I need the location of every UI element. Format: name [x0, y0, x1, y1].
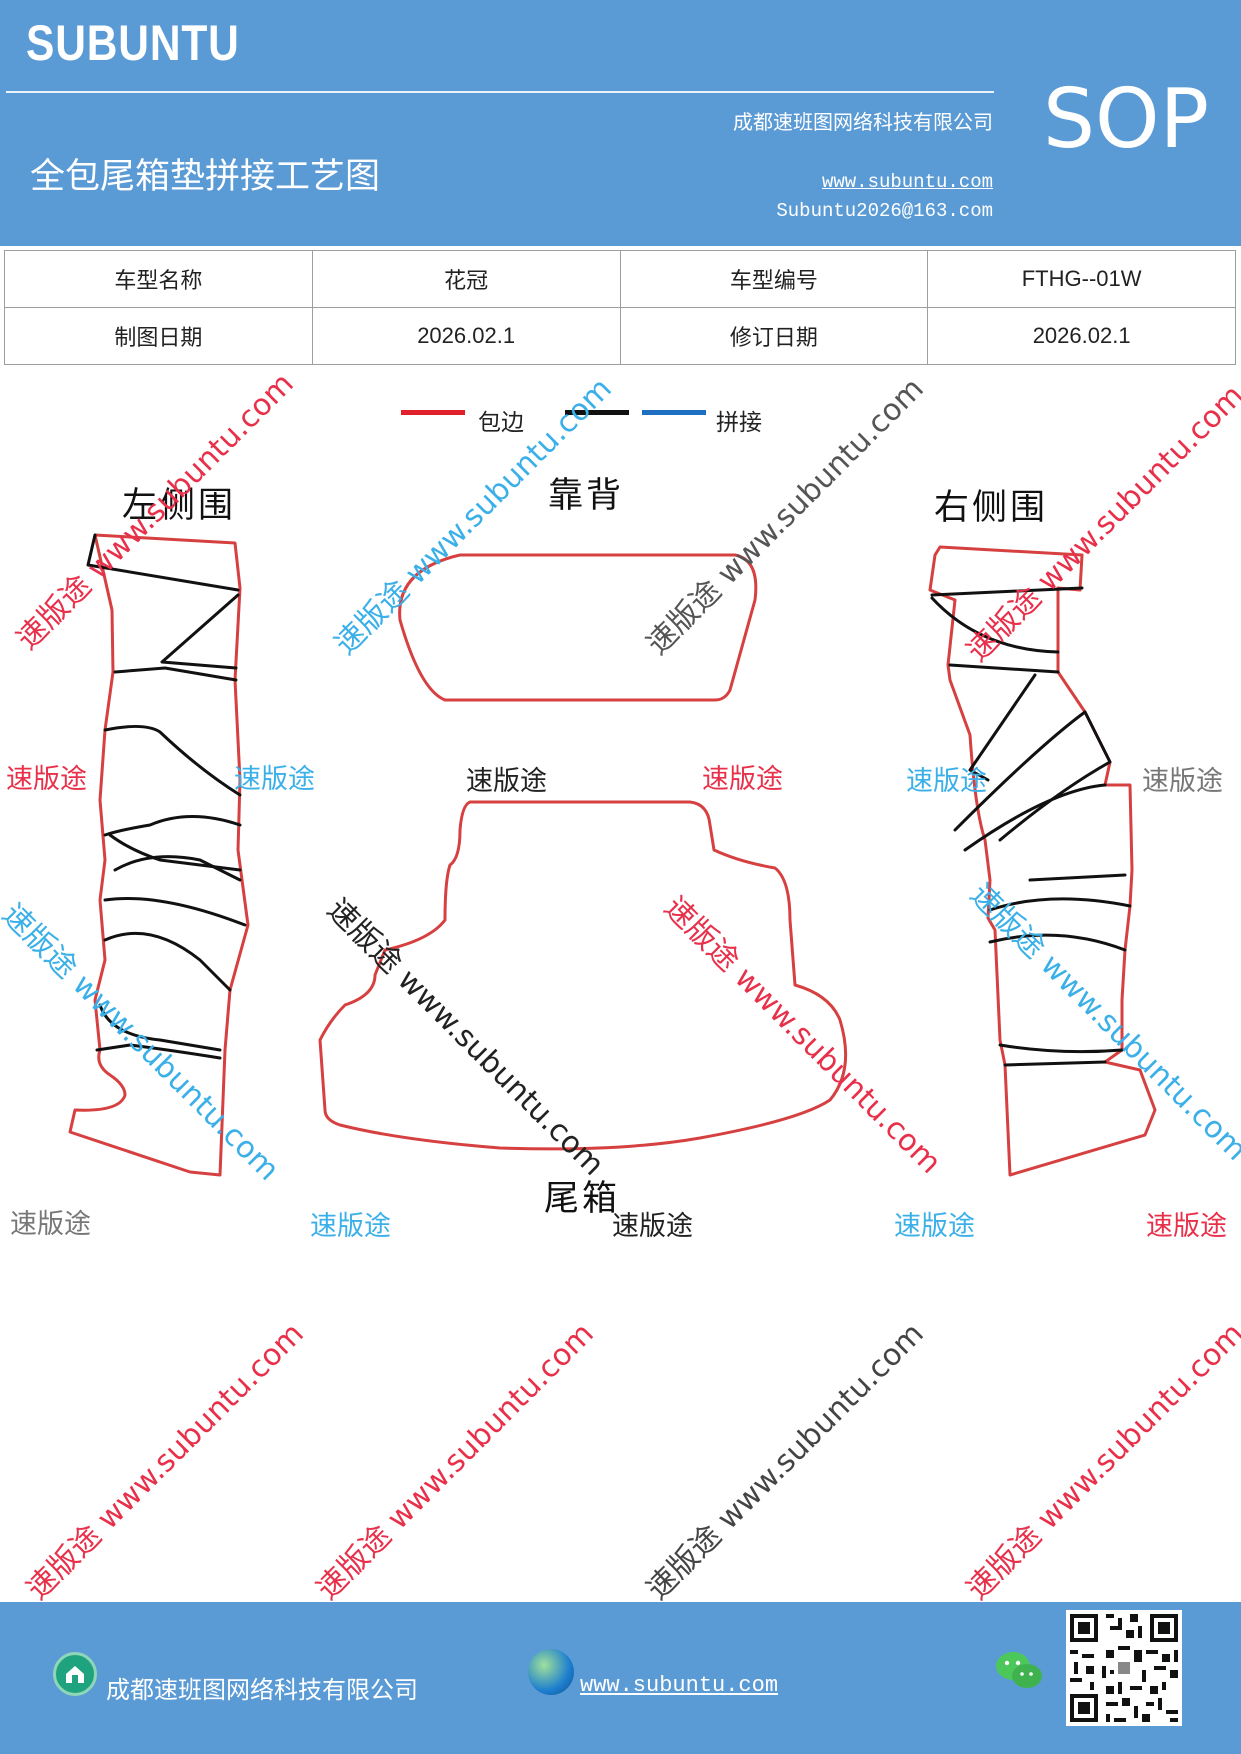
- right-panel-outline: [928, 545, 1157, 1177]
- model-code-value: FTHG--01W: [927, 250, 1236, 308]
- backrest-outline: [398, 553, 758, 702]
- footer-website-link[interactable]: www.subuntu.com: [580, 1673, 779, 1698]
- model-name-label: 车型名称: [4, 250, 313, 308]
- watermark-text: 速版途: [894, 1211, 975, 1242]
- draw-date-value: 2026.02.1: [311, 307, 621, 365]
- header-banner: SUBUNTU 成都速班图网络科技有限公司 全包尾箱垫拼接工艺图 www.sub…: [0, 0, 1241, 246]
- brand-logo: SUBUNTU: [26, 15, 240, 71]
- legend-label-splice: 拼接: [716, 410, 762, 436]
- wechat-icon[interactable]: [994, 1650, 1044, 1692]
- draw-date-label: 制图日期: [4, 307, 313, 365]
- trunk-floor-outline: [318, 800, 848, 1151]
- section-title-left: 左侧围: [122, 486, 237, 526]
- watermark-text: 速版途: [612, 1211, 693, 1242]
- legend-swatch-black: [565, 410, 629, 415]
- model-code-label: 车型编号: [619, 250, 929, 308]
- qr-code: [1066, 1610, 1182, 1726]
- vehicle-info-table: 车型名称 花冠 车型编号 FTHG--01W 制图日期 2026.02.1 修订…: [4, 250, 1236, 365]
- footer-company: 成都速班图网络科技有限公司: [106, 1676, 418, 1704]
- watermark-text: 速版途: [310, 1211, 391, 1242]
- sop-label: SOP: [1043, 72, 1210, 167]
- page-title: 全包尾箱垫拼接工艺图: [30, 157, 381, 197]
- section-title-right: 右侧围: [934, 488, 1049, 528]
- watermark-text: 速版途: [702, 764, 783, 795]
- home-icon: [53, 1652, 97, 1696]
- legend-swatch-red: [401, 410, 465, 415]
- pattern-drawing: [68, 533, 1157, 1177]
- header-company: 成都速班图网络科技有限公司: [733, 110, 993, 134]
- left-panel-outline: [68, 533, 250, 1177]
- model-name-value: 花冠: [311, 250, 621, 308]
- legend-label-edge: 包边: [478, 410, 524, 436]
- watermark-text: 速版途: [6, 764, 87, 795]
- table-row: 制图日期 2026.02.1 修订日期 2026.02.1: [4, 307, 1236, 365]
- legend-swatch-blue: [642, 410, 706, 415]
- watermark-text: 速版途: [466, 766, 547, 797]
- watermark-text: 速版途: [10, 1209, 91, 1240]
- header-email: Subuntu2026@163.com: [776, 200, 993, 222]
- revise-date-value: 2026.02.1: [927, 307, 1236, 365]
- watermark-text: 速版途: [234, 764, 315, 795]
- section-title-back: 靠背: [548, 476, 625, 516]
- watermark-text: 速版途: [906, 766, 987, 797]
- table-row: 车型名称 花冠 车型编号 FTHG--01W: [4, 250, 1236, 308]
- section-title-trunk: 尾箱: [544, 1179, 621, 1219]
- header-website-link[interactable]: www.subuntu.com: [821, 171, 993, 193]
- watermark-text: 速版途: [1146, 1211, 1227, 1242]
- watermark-text: 速版途: [1142, 766, 1223, 797]
- header-divider: [6, 91, 994, 93]
- revise-date-label: 修订日期: [619, 307, 929, 365]
- globe-icon: [528, 1649, 574, 1695]
